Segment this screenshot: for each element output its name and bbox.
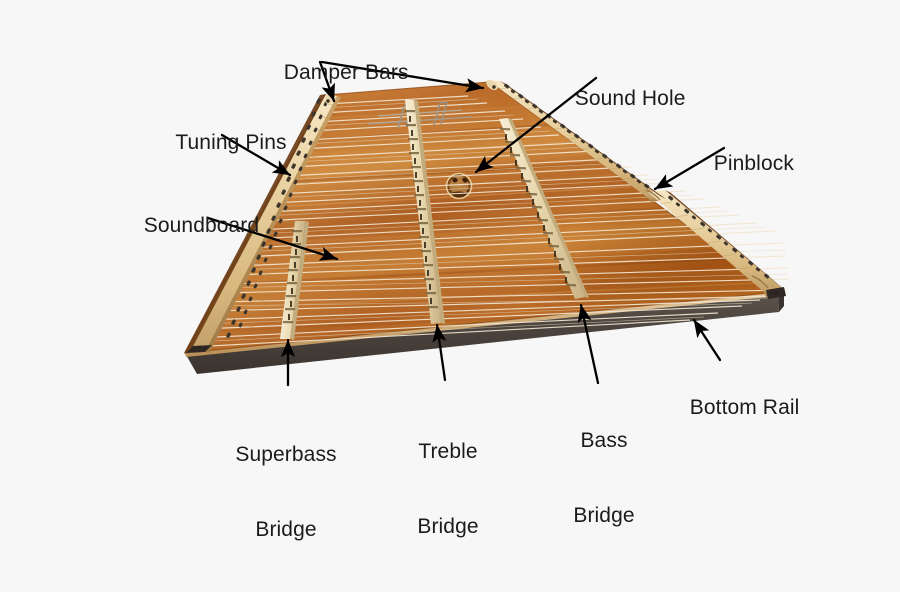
label-tuning-pins: Tuning Pins bbox=[152, 105, 287, 180]
pointer-pinblock bbox=[653, 146, 726, 191]
label-bass-bridge-line1: Bass bbox=[580, 429, 628, 452]
label-bottom-rail: Bottom Rail bbox=[666, 370, 800, 445]
label-treble-bridge-line1: Treble bbox=[418, 440, 478, 463]
dulcimer-illustration bbox=[184, 60, 790, 387]
pointer-damper-bars-left bbox=[318, 60, 336, 103]
tuning-pins-left bbox=[226, 98, 328, 338]
sound-hole-shape bbox=[445, 172, 473, 200]
label-damper-bars-line1: Damper Bars bbox=[283, 61, 409, 84]
diagram-canvas: Damper Bars Tuning Pins Soundboard Sound… bbox=[120, 35, 800, 541]
pointer-arrows bbox=[206, 60, 726, 387]
label-superbass-bridge: Superbass Bridge bbox=[186, 392, 386, 592]
right-pinblock-shape bbox=[486, 79, 786, 299]
label-treble-bridge-line2: Bridge bbox=[417, 515, 479, 538]
pointer-sound-hole bbox=[474, 76, 598, 174]
left-pinblock-shape bbox=[184, 91, 341, 353]
pointer-damper-bars-right bbox=[320, 60, 485, 93]
pointer-bottom-rail bbox=[692, 318, 722, 362]
label-soundboard: Soundboard bbox=[120, 188, 259, 263]
pointer-tuning-pins bbox=[220, 133, 292, 177]
pointer-soundboard bbox=[206, 216, 339, 261]
label-soundboard-line1: Soundboard bbox=[143, 214, 260, 237]
label-bass-bridge-line2: Bridge bbox=[573, 504, 635, 527]
label-superbass-bridge-line2: Bridge bbox=[255, 518, 317, 541]
pointer-bass-bridge bbox=[577, 303, 600, 385]
label-bass-bridge: Bass Bridge bbox=[534, 378, 674, 578]
label-pinblock-line1: Pinblock bbox=[713, 152, 794, 175]
label-bottom-rail-line1: Bottom Rail bbox=[689, 396, 800, 419]
label-damper-bars: Damper Bars bbox=[260, 35, 409, 110]
label-pinblock: Pinblock bbox=[690, 126, 794, 201]
pointer-treble-bridge bbox=[432, 323, 447, 382]
label-superbass-bridge-line1: Superbass bbox=[235, 443, 337, 466]
treble-bridge-shape bbox=[405, 100, 445, 324]
label-tuning-pins-line1: Tuning Pins bbox=[175, 131, 287, 154]
label-sound-hole-line1: Sound Hole bbox=[574, 87, 686, 110]
tuning-pins-right bbox=[504, 83, 770, 279]
superbass-bridge-shape bbox=[280, 221, 309, 340]
bass-bridge-shape bbox=[499, 118, 589, 299]
label-sound-hole: Sound Hole bbox=[551, 61, 686, 136]
label-treble-bridge: Treble Bridge bbox=[368, 389, 528, 589]
